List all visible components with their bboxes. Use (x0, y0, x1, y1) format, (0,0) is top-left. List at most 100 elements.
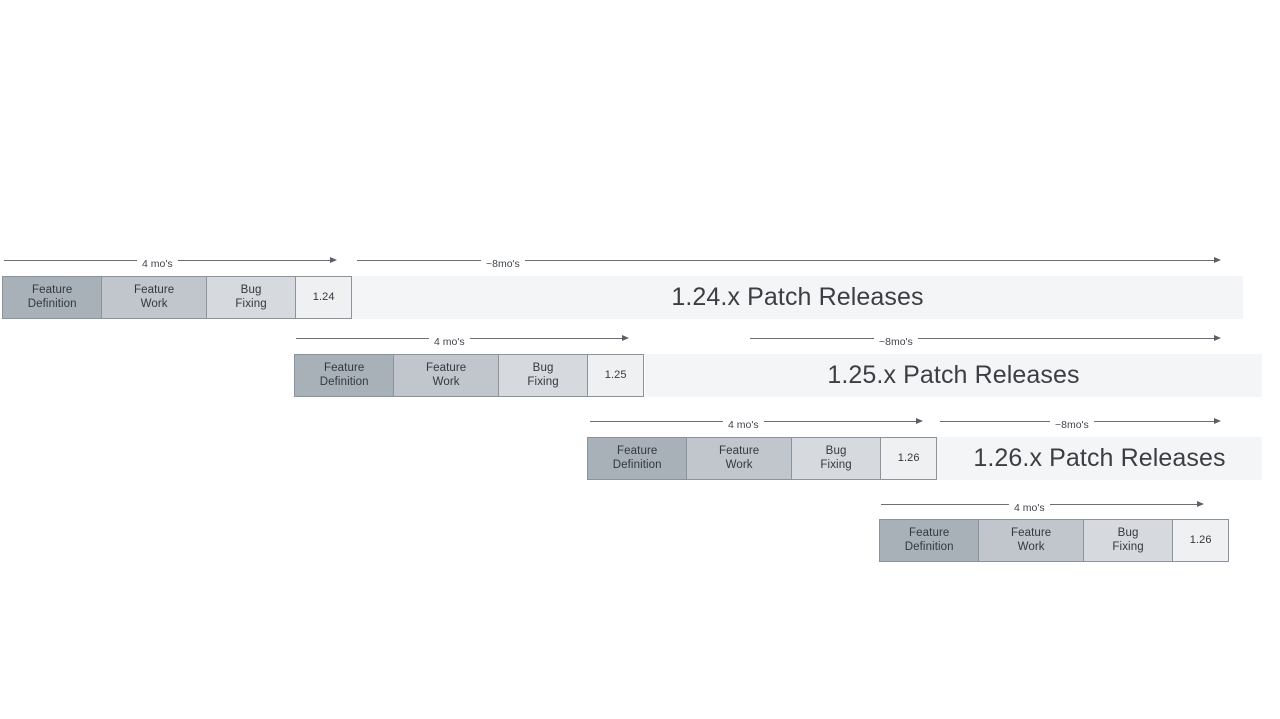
segment-label: Bug Fixing (1112, 527, 1143, 554)
segment-line-1: Bug (1117, 527, 1139, 539)
dev-duration-label: 4 mo's (142, 258, 173, 270)
segment-line-2: Fixing (1112, 540, 1144, 553)
segment-feature-definition: Feature Definition (295, 355, 395, 396)
segment-line-1: Feature (32, 284, 73, 296)
segment-line-2: Work (725, 458, 753, 471)
segment-label: Feature Definition (613, 445, 662, 472)
dev-duration-label: 4 mo's (1014, 502, 1045, 514)
version-label: 1.25 (604, 368, 627, 381)
arrow-line-left (750, 337, 874, 339)
phase-bar-1-24: Feature Definition Feature Work Bug Fixi… (2, 276, 352, 319)
segment-version-box: 1.24 (296, 277, 351, 318)
segment-line-2: Fixing (527, 375, 559, 388)
segment-version-box: 1.25 (588, 355, 643, 396)
dev-duration-label: 4 mo's (434, 336, 465, 348)
arrow-head-icon (1213, 418, 1221, 424)
arrow-head-icon (915, 418, 923, 424)
patch-release-band-1-24: 1.24.x Patch Releases (352, 276, 1243, 319)
segment-bug-fixing: Bug Fixing (498, 355, 589, 396)
dev-duration-arrow-1-24: 4 mo's (4, 252, 344, 270)
arrow-line-left (4, 259, 137, 261)
segment-line-1: Bug (532, 362, 554, 374)
segment-version-box: 1.26 (881, 438, 936, 479)
dev-duration-arrow-1-25: 4 mo's (296, 330, 636, 348)
segment-label: Feature Work (134, 284, 174, 311)
arrow-head-icon (1213, 257, 1221, 263)
segment-feature-work: Feature Work (979, 520, 1084, 561)
segment-label: Bug Fixing (527, 362, 558, 389)
dev-duration-arrow-1-26: 4 mo's (590, 413, 930, 431)
segment-label: Feature Work (719, 445, 759, 472)
patch-release-band-1-26: 1.26.x Patch Releases (937, 437, 1262, 480)
arrow-line-left (357, 259, 481, 261)
arrow-head-icon (1213, 335, 1221, 341)
phase-bar-1-26: Feature Definition Feature Work Bug Fixi… (587, 437, 937, 480)
arrow-line-right (469, 337, 623, 339)
segment-label: Feature Work (426, 362, 466, 389)
phase-bar-1-27: Feature Definition Feature Work Bug Fixi… (879, 519, 1229, 562)
patch-duration-label: ~8mo's (1055, 419, 1089, 431)
segment-label: Feature Work (1011, 527, 1051, 554)
segment-line-2: Definition (319, 375, 369, 388)
arrow-line-right (177, 259, 331, 261)
segment-line-2: Definition (612, 458, 662, 471)
version-label: 1.24 (312, 290, 335, 303)
segment-line-1: Feature (718, 445, 760, 457)
version-label: 1.26 (897, 451, 920, 464)
segment-feature-work: Feature Work (394, 355, 499, 396)
segment-line-2: Work (432, 375, 460, 388)
segment-line-1: Bug (240, 284, 262, 296)
arrow-head-icon (621, 335, 629, 341)
patch-duration-arrow-1-24: ~8mo's (357, 252, 1235, 270)
segment-line-1: Bug (825, 445, 847, 457)
patch-duration-label: ~8mo's (879, 336, 913, 348)
segment-line-1: Feature (425, 362, 467, 374)
segment-version-box: 1.26 (1173, 520, 1228, 561)
segment-feature-work: Feature Work (687, 438, 792, 479)
arrow-line-left (590, 420, 723, 422)
segment-bug-fixing: Bug Fixing (1083, 520, 1174, 561)
segment-line-1: Feature (324, 362, 365, 374)
patch-release-label: 1.24.x Patch Releases (671, 283, 924, 311)
segment-line-2: Definition (904, 540, 954, 553)
patch-release-band-1-25: 1.25.x Patch Releases (645, 354, 1262, 397)
segment-line-2: Definition (27, 297, 77, 310)
segment-line-1: Feature (909, 527, 950, 539)
arrow-line-right (917, 337, 1215, 339)
phase-bar-1-25: Feature Definition Feature Work Bug Fixi… (294, 354, 644, 397)
patch-duration-arrow-1-25: ~8mo's (750, 330, 1236, 348)
arrow-line-right (1093, 420, 1215, 422)
segment-line-1: Feature (617, 445, 658, 457)
arrow-line-right (1049, 503, 1198, 505)
patch-release-label: 1.25.x Patch Releases (827, 361, 1080, 389)
dev-duration-arrow-1-27: 4 mo's (881, 496, 1211, 514)
segment-bug-fixing: Bug Fixing (206, 277, 297, 318)
version-label: 1.26 (1189, 533, 1212, 546)
segment-line-1: Feature (133, 284, 175, 296)
arrow-line-left (296, 337, 429, 339)
segment-label: Feature Definition (28, 284, 77, 311)
patch-release-label: 1.26.x Patch Releases (973, 444, 1226, 472)
segment-feature-work: Feature Work (102, 277, 207, 318)
segment-line-2: Work (1017, 540, 1045, 553)
segment-feature-definition: Feature Definition (880, 520, 980, 561)
segment-label: Feature Definition (320, 362, 369, 389)
arrow-head-icon (1196, 501, 1204, 507)
arrow-line-right (524, 259, 1215, 261)
segment-bug-fixing: Bug Fixing (791, 438, 882, 479)
patch-duration-arrow-1-26: ~8mo's (940, 413, 1236, 431)
arrow-line-left (940, 420, 1050, 422)
dev-duration-label: 4 mo's (728, 419, 759, 431)
segment-feature-definition: Feature Definition (588, 438, 688, 479)
segment-line-2: Fixing (820, 458, 852, 471)
segment-line-1: Feature (1010, 527, 1052, 539)
segment-label: Bug Fixing (235, 284, 266, 311)
patch-duration-label: ~8mo's (486, 258, 520, 270)
segment-label: Feature Definition (905, 527, 954, 554)
segment-line-2: Work (140, 297, 168, 310)
segment-line-2: Fixing (235, 297, 267, 310)
arrow-line-left (881, 503, 1009, 505)
arrow-head-icon (329, 257, 337, 263)
segment-feature-definition: Feature Definition (3, 277, 103, 318)
